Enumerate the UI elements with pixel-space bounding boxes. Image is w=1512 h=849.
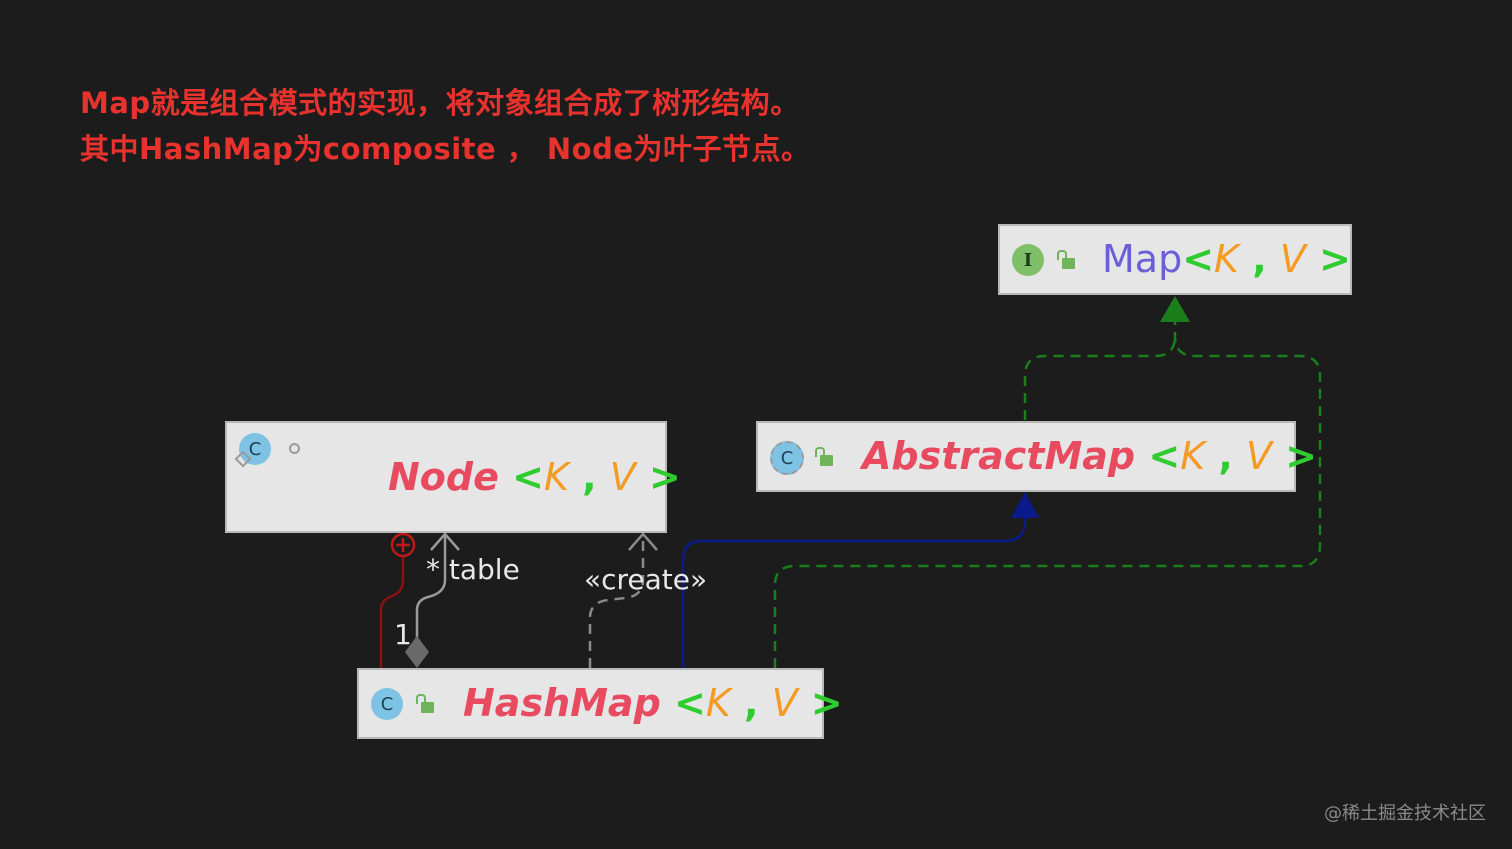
watermark: @稀土掘金技术社区: [1324, 803, 1486, 824]
public-lock-icon: [1057, 250, 1075, 269]
create-stereotype-label: «create»: [584, 563, 708, 596]
class-name-abstractmap: AbstractMap <K , V >: [862, 434, 1318, 478]
abstract-class-badge-icon: C: [770, 441, 804, 475]
composition-diamond: [405, 636, 429, 668]
class-box-node[interactable]: C Node <K , V >: [225, 421, 681, 533]
extends-edge-hashmap-abstractmap: [681, 514, 1027, 668]
implements-edge-hashmap-map: [773, 318, 1322, 668]
table-multiplicity-label: * table: [426, 553, 520, 586]
class-badge-icon: C: [239, 433, 271, 465]
create-open-arrow: [628, 532, 658, 551]
class-box-abstractmap[interactable]: C AbstractMap <K , V >: [756, 421, 1317, 492]
class-box-hashmap[interactable]: C HashMap <K , V >: [357, 668, 843, 739]
extends-arrowhead: [1011, 492, 1039, 518]
package-private-icon: [289, 443, 300, 454]
owner-multiplicity-label: 1: [394, 618, 412, 651]
class-box-map[interactable]: I Map<K , V >: [998, 224, 1352, 295]
class-name-map: Map<K , V >: [1102, 237, 1351, 281]
class-name-hashmap: HashMap <K , V >: [463, 681, 843, 725]
class-badge-icon: C: [371, 688, 403, 720]
composition-edge: [415, 534, 447, 640]
heading-line-1: Map就是组合模式的实现，将对象组合成了树形结构。: [80, 86, 800, 120]
implements-edge-abstractmap-map: [1023, 335, 1177, 420]
interface-badge-icon: I: [1012, 244, 1044, 276]
implements-arrowhead: [1160, 296, 1190, 322]
public-lock-icon: [815, 447, 833, 466]
inner-class-circle: [390, 532, 416, 558]
heading-line-2: 其中HashMap为composite ， Node为叶子节点。: [80, 132, 811, 166]
public-lock-icon: [416, 694, 434, 713]
create-dependency-edge: [588, 534, 645, 668]
class-name-node: Node <K , V >: [388, 455, 681, 499]
composition-open-arrow: [430, 532, 460, 551]
inner-class-edge: [379, 556, 405, 668]
